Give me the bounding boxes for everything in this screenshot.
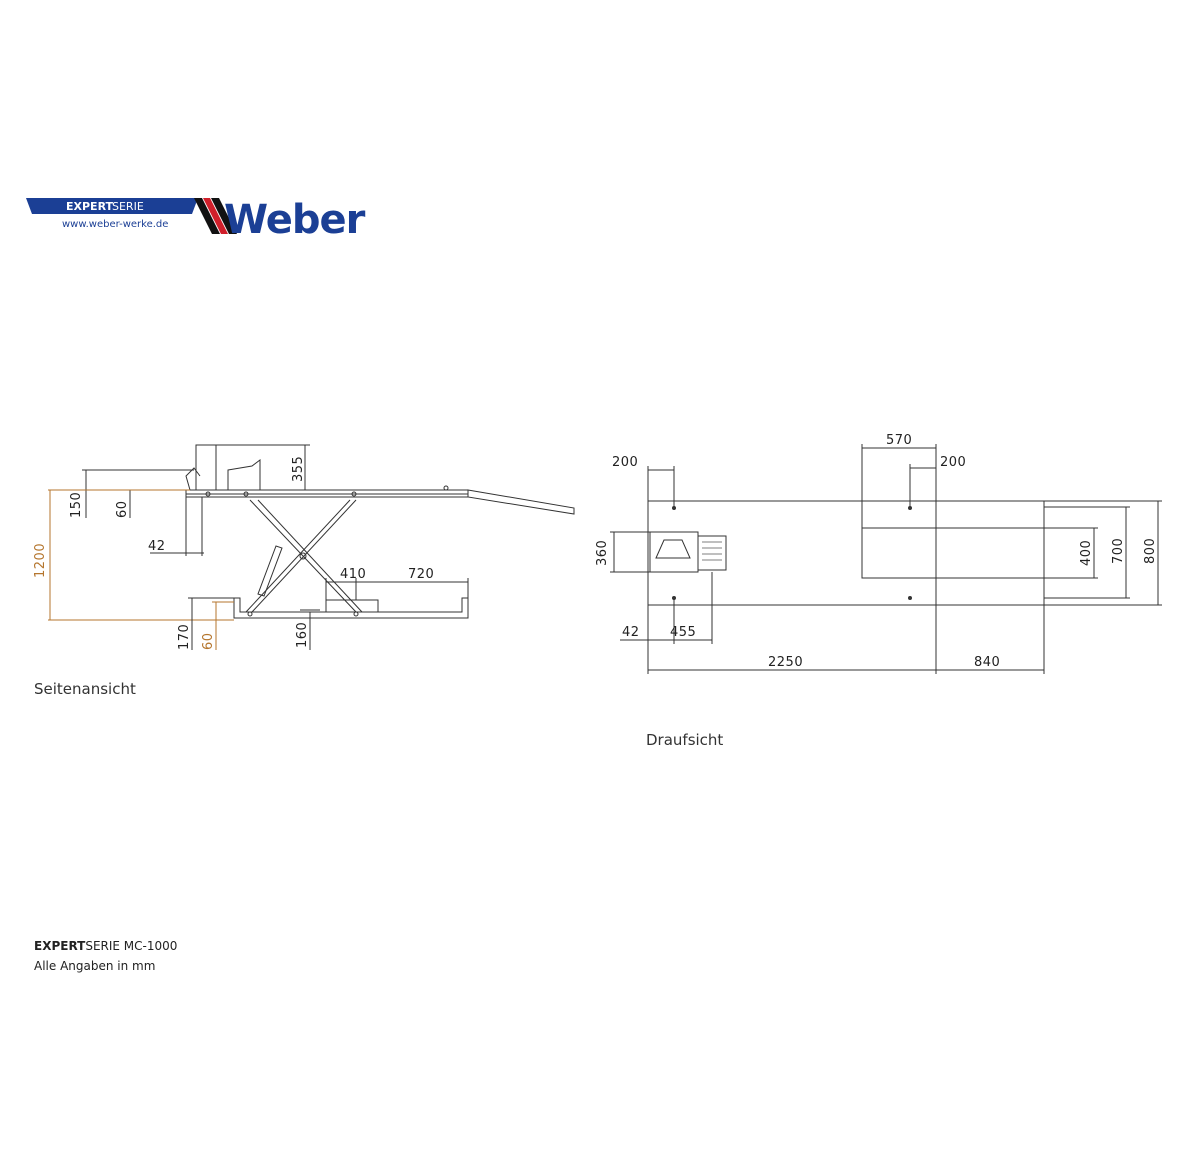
top-view-drawing: 570 200 200 360 400 700 800 42 455 2250 … bbox=[595, 433, 1162, 674]
dim-800: 800 bbox=[1143, 538, 1158, 564]
scissor-arm-1 bbox=[249, 499, 357, 613]
dim-170: 170 bbox=[177, 624, 192, 650]
top-platform bbox=[647, 500, 1045, 606]
dim-200-left: 200 bbox=[612, 455, 638, 470]
dim-455: 455 bbox=[670, 625, 696, 640]
logo-stripe-black-1 bbox=[194, 198, 220, 234]
dim-360: 360 bbox=[595, 540, 610, 566]
logo-stripe-red-1 bbox=[203, 198, 228, 234]
scissor-arm-2 bbox=[251, 499, 357, 613]
ramp bbox=[467, 489, 575, 515]
weber-logo: EXPERT SERIE www.weber-werke.de Weber bbox=[26, 197, 367, 243]
top-ramp-opening bbox=[861, 527, 937, 579]
dim-410: 410 bbox=[340, 567, 366, 582]
dim-42-side: 42 bbox=[148, 539, 166, 554]
wheel-clamp bbox=[195, 444, 217, 491]
dim-840: 840 bbox=[974, 655, 1000, 670]
logo-url: www.weber-werke.de bbox=[62, 219, 168, 230]
dim-42-top: 42 bbox=[622, 625, 640, 640]
dim-400: 400 bbox=[1079, 540, 1094, 566]
logo-stripe-black-2 bbox=[211, 198, 237, 234]
dim-200-right: 200 bbox=[940, 455, 966, 470]
footer-model: EXPERTSERIE MC-1000 bbox=[34, 939, 177, 953]
top-view-caption: Draufsicht bbox=[646, 731, 724, 749]
logo-series-light: SERIE bbox=[112, 200, 144, 213]
dim-160: 160 bbox=[295, 622, 310, 648]
side-view-drawing: 355 150 60 42 1200 410 720 170 60 160 bbox=[33, 444, 575, 650]
dim-150: 150 bbox=[69, 492, 84, 518]
side-view-caption: Seitenansicht bbox=[34, 680, 136, 698]
dim-1200: 1200 bbox=[33, 543, 48, 578]
logo-series-bold: EXPERT bbox=[66, 200, 114, 213]
logo-name: Weber bbox=[224, 197, 366, 243]
dim-60-bottom: 60 bbox=[201, 632, 216, 650]
hydraulic-cylinder bbox=[257, 545, 283, 597]
control-unit bbox=[325, 599, 379, 613]
dim-355: 355 bbox=[291, 456, 306, 482]
dim-700: 700 bbox=[1111, 538, 1126, 564]
dim-60-top: 60 bbox=[115, 500, 130, 518]
footer-note: Alle Angaben in mm bbox=[34, 959, 156, 973]
wheel-chock bbox=[227, 459, 261, 491]
base-frame bbox=[233, 597, 469, 619]
footer-model-text: SERIE MC-1000 bbox=[85, 939, 178, 953]
logo-blue-band bbox=[26, 198, 198, 214]
dim-720: 720 bbox=[408, 567, 434, 582]
dim-570: 570 bbox=[886, 433, 912, 448]
footer-series-bold: EXPERT bbox=[34, 939, 86, 953]
top-wheel-clamp bbox=[649, 531, 699, 573]
dim-2250: 2250 bbox=[768, 655, 803, 670]
